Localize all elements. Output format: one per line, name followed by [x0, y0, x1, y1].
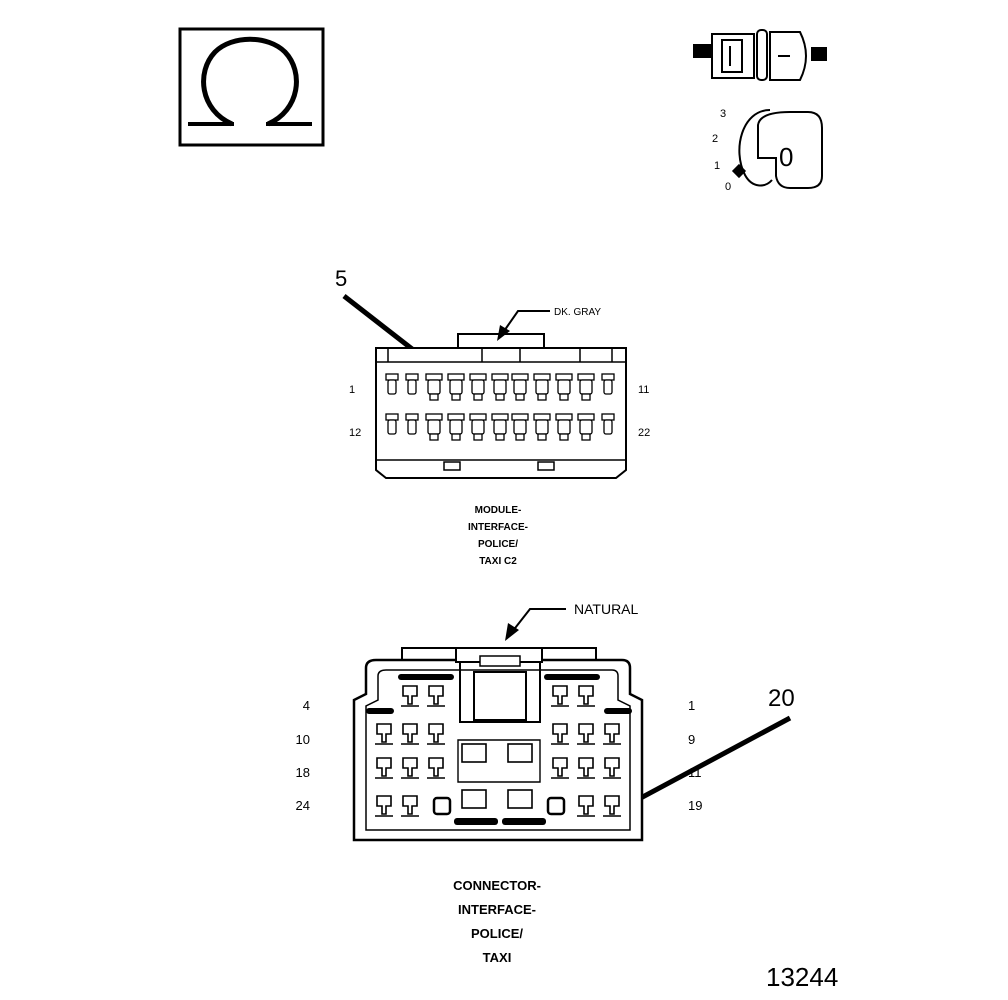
harness-cavity: [603, 723, 621, 745]
module-cavity: [601, 373, 615, 395]
harness-cavity: [375, 757, 393, 779]
module-cavity: [385, 413, 399, 435]
module-cavity: [555, 413, 573, 441]
harness-cavity: [432, 796, 452, 816]
module-cavity: [385, 373, 399, 395]
harness-cavity: [427, 685, 445, 707]
harness-cavity: [551, 723, 569, 745]
harness-row-left-2: 10: [296, 732, 310, 747]
switch-position-0: 0: [725, 181, 731, 193]
harness-cavity: [427, 723, 445, 745]
module-cavity: [601, 413, 615, 435]
module-cavity: [577, 373, 595, 401]
harness-caption-line-4: TAXI: [483, 950, 512, 965]
module-cavity: [533, 373, 551, 401]
module-cavity: [469, 413, 487, 441]
harness-cavity: [577, 757, 595, 779]
harness-cavity: [401, 795, 419, 817]
module-cavity-grid: [385, 373, 615, 441]
harness-row-right-1: 1: [688, 698, 695, 713]
harness-connector: NATURAL 20 4 10 18 24 1 9 11 19 CONN: [296, 601, 795, 965]
callout-5-label: 5: [335, 266, 347, 291]
module-cavity: [491, 373, 509, 401]
rotary-switch-icon: 3 2 1 0 0: [712, 108, 823, 193]
module-caption-line-2: INTERFACE-: [468, 522, 528, 533]
harness-cavity: [551, 685, 569, 707]
module-cavity: [533, 413, 551, 441]
harness-row-right-2: 9: [688, 732, 695, 747]
test-lead-icon: [693, 29, 827, 81]
harness-cavity: [401, 685, 419, 707]
module-cavity: [405, 373, 419, 395]
switch-position-3: 3: [720, 108, 726, 120]
harness-caption-line-1: CONNECTOR-: [453, 878, 541, 893]
harness-cavity: [577, 685, 595, 707]
harness-row-left-1: 4: [303, 698, 310, 713]
module-cavity: [425, 413, 443, 441]
harness-cavity: [427, 757, 445, 779]
module-caption-line-3: POLICE/: [478, 539, 518, 550]
harness-row-left-4: 24: [296, 798, 310, 813]
harness-cavity: [375, 795, 393, 817]
module-color-label: DK. GRAY: [554, 307, 601, 318]
module-pin-22: 22: [638, 427, 650, 439]
module-cavity: [511, 373, 529, 401]
harness-cavity: [375, 723, 393, 745]
harness-row-left-3: 18: [296, 765, 310, 780]
module-cavity: [425, 373, 443, 401]
harness-cavity: [546, 796, 566, 816]
harness-color-label: NATURAL: [574, 601, 639, 617]
harness-caption-line-2: INTERFACE-: [458, 902, 536, 917]
module-pin-1: 1: [349, 384, 355, 396]
module-caption-line-4: TAXI C2: [479, 556, 517, 567]
module-pin-12: 12: [349, 427, 361, 439]
module-pin-11: 11: [638, 384, 649, 396]
module-caption-line-1: MODULE-: [475, 505, 522, 516]
module-cavity: [491, 413, 509, 441]
harness-cavity: [577, 723, 595, 745]
switch-position-2: 2: [712, 133, 718, 145]
ohmmeter-symbol: [178, 27, 325, 147]
harness-cavity: [603, 795, 621, 817]
harness-row-right-4: 19: [688, 798, 702, 813]
harness-cavity: [401, 723, 419, 745]
harness-cavity: [551, 757, 569, 779]
harness-center-cavity: [507, 743, 533, 809]
switch-position-1: 1: [714, 160, 720, 172]
module-cavity: [555, 373, 573, 401]
module-cavity: [447, 413, 465, 441]
figure-number: 13244: [766, 962, 838, 992]
harness-cavity: [577, 795, 595, 817]
module-cavity: [469, 373, 487, 401]
module-cavity: [405, 413, 419, 435]
harness-cavity: [401, 757, 419, 779]
harness-center-cavity: [461, 743, 487, 809]
harness-cavity: [603, 757, 621, 779]
callout-20-label: 20: [768, 685, 795, 712]
harness-row-right-3: 11: [688, 765, 702, 780]
module-cavity: [447, 373, 465, 401]
module-cavity: [577, 413, 595, 441]
module-cavity: [511, 413, 529, 441]
harness-cavity-grid: [375, 685, 621, 817]
switch-display: 0: [779, 142, 793, 172]
harness-caption-line-3: POLICE/: [471, 926, 523, 941]
module-connector-c2: 5 DK. GRAY 1 11 12 22 MODULE- INTERFACE-…: [335, 266, 650, 567]
